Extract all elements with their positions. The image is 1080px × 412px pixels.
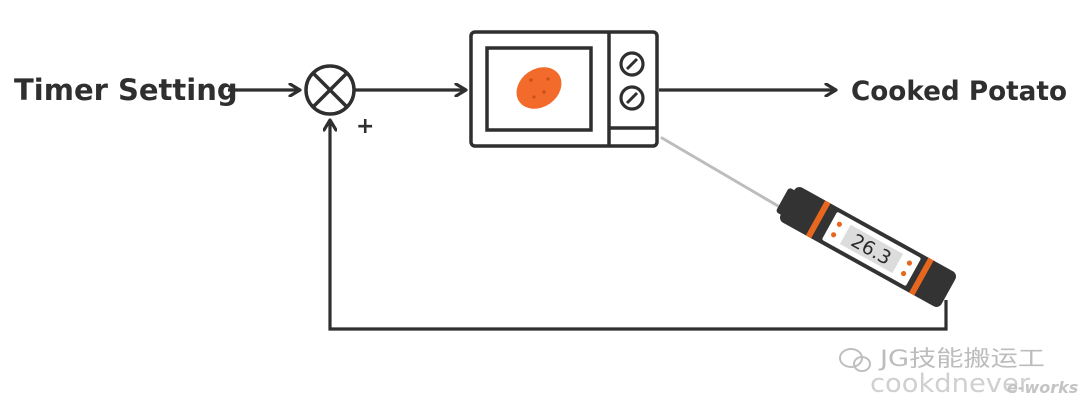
- watermark: cookdnever JG技能搬运工 e-works: [839, 347, 1078, 399]
- thermometer-probe-icon: 26.3: [776, 187, 957, 307]
- watermark-channel-name: JG技能搬运工: [878, 347, 1045, 372]
- wechat-icon: [839, 348, 871, 372]
- watermark-partial-text: cookdnever: [870, 369, 1030, 399]
- summing-junction-icon: [304, 64, 356, 116]
- probe-wire: [660, 136, 792, 215]
- output-label: Cooked Potato: [851, 76, 1067, 107]
- input-label: Timer Setting: [14, 73, 238, 107]
- microwave-icon: [469, 30, 659, 148]
- sum-sign: +: [356, 114, 374, 139]
- dial-top-icon: [619, 51, 645, 77]
- feedback-path: [330, 120, 948, 331]
- dial-bottom-icon: [619, 85, 645, 111]
- potato-icon: [516, 67, 562, 109]
- watermark-brand: e-works: [1007, 378, 1078, 397]
